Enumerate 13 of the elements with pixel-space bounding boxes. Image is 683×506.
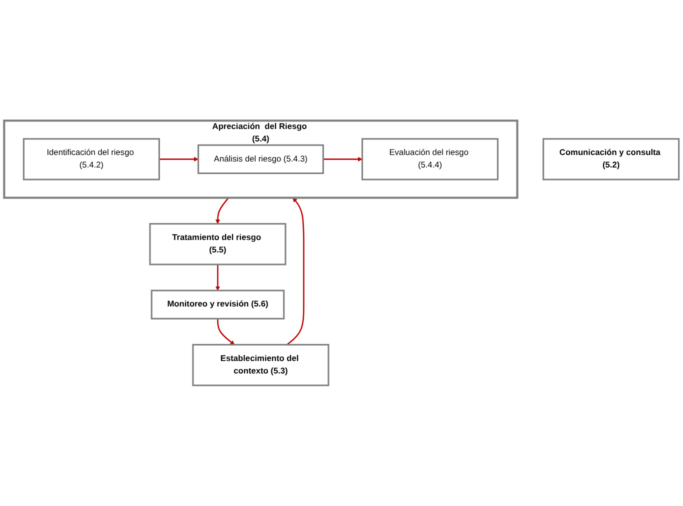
arrow <box>159 156 198 162</box>
arrow <box>215 197 230 224</box>
node-box: Establecimiento del contexto (5.3) <box>192 344 330 386</box>
arrow <box>286 198 304 346</box>
node-box: Comunicación y consulta (5.2) <box>542 138 680 180</box>
node-box: Monitoreo y revisión (5.6) <box>150 290 285 320</box>
arrow <box>323 156 362 162</box>
node-box: Evaluación del riesgo (5.4.4) <box>361 138 499 180</box>
node-box: Tratamiento del riesgo (5.5) <box>149 223 286 266</box>
node-box: Análisis del riesgo (5.4.3) <box>198 144 324 174</box>
arrow <box>215 264 220 291</box>
arrow <box>217 318 235 345</box>
node-box: Identificación del riesgo (5.4.2) <box>22 138 160 180</box>
